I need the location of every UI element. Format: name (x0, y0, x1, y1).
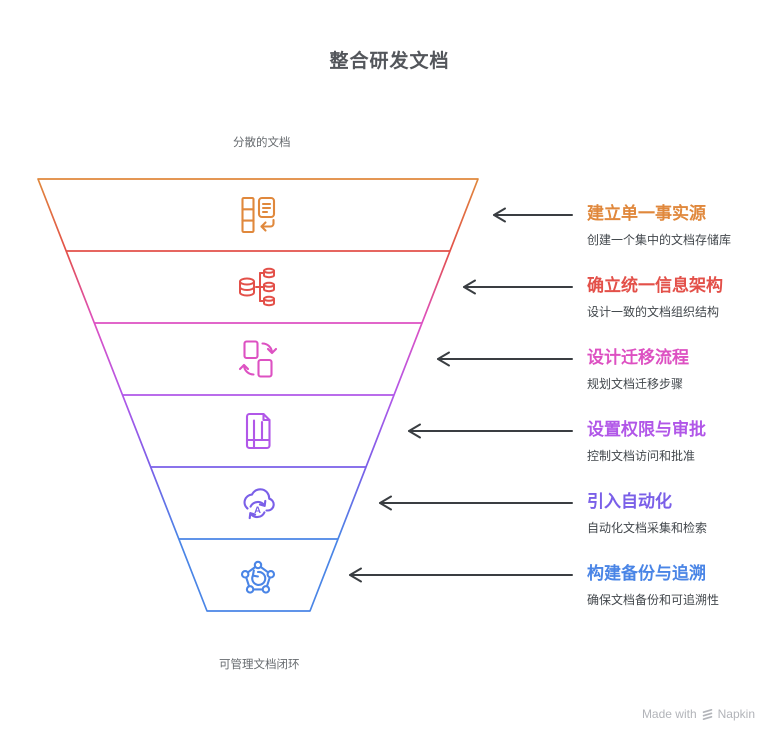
funnel-outline (37, 178, 479, 612)
funnel-top-label: 分散的文档 (233, 137, 291, 149)
level-6-label-block: 构建备份与追溯 确保文档备份和可追溯性 (587, 563, 773, 608)
arrow-level-6 (349, 567, 573, 583)
level-5-label-block: 引入自动化 自动化文档采集和检索 (587, 491, 773, 536)
level-1-title: 建立单一事实源 (587, 204, 706, 223)
level-3-label-block: 设计迁移流程 规划文档迁移步骤 (587, 347, 773, 392)
level-3-subtitle: 规划文档迁移步骤 (587, 377, 684, 391)
arrow-level-2 (463, 279, 573, 295)
arrow-level-1 (493, 207, 573, 223)
level-1-label-block: 建立单一事实源 创建一个集中的文档存储库 (587, 203, 773, 248)
level-2-label-block: 确立统一信息架构 设计一致的文档组织结构 (587, 275, 773, 320)
document-transfer-icon (238, 340, 278, 378)
napkin-watermark[interactable]: Made with Napkin (642, 707, 755, 721)
database-tree-icon (239, 267, 275, 307)
level-2-subtitle: 设计一致的文档组织结构 (587, 305, 720, 319)
level-4-subtitle: 控制文档访问和批准 (587, 449, 696, 463)
page-title: 整合研发文档 (329, 51, 450, 72)
level-4-label-block: 设置权限与审批 控制文档访问和批准 (587, 419, 773, 464)
level-6-title: 构建备份与追溯 (587, 564, 706, 583)
document-grid-icon (245, 412, 271, 450)
level-2-title: 确立统一信息架构 (587, 276, 723, 295)
cloud-automation-icon: A (243, 488, 275, 520)
document-return-icon (241, 196, 276, 234)
napkin-logo-icon (702, 708, 712, 720)
watermark-prefix: Made with (641, 707, 697, 721)
automation-letter: A (254, 505, 261, 516)
arrow-level-4 (408, 423, 573, 439)
arrow-group (349, 207, 573, 583)
funnel-bottom-label: 可管理文档闭环 (219, 659, 300, 671)
level-1-subtitle: 创建一个集中的文档存储库 (587, 233, 732, 247)
level-5-subtitle: 自动化文档采集和检索 (587, 521, 708, 535)
level-3-title: 设计迁移流程 (587, 348, 689, 367)
level-4-title: 设置权限与审批 (587, 420, 706, 439)
arrow-level-5 (379, 495, 573, 511)
level-5-title: 引入自动化 (587, 492, 672, 511)
watermark-brand: Napkin (717, 707, 755, 721)
level-6-subtitle: 确保文档备份和可追溯性 (587, 593, 720, 607)
arrow-level-3 (437, 351, 573, 367)
pentagon-restore-icon (240, 560, 276, 594)
